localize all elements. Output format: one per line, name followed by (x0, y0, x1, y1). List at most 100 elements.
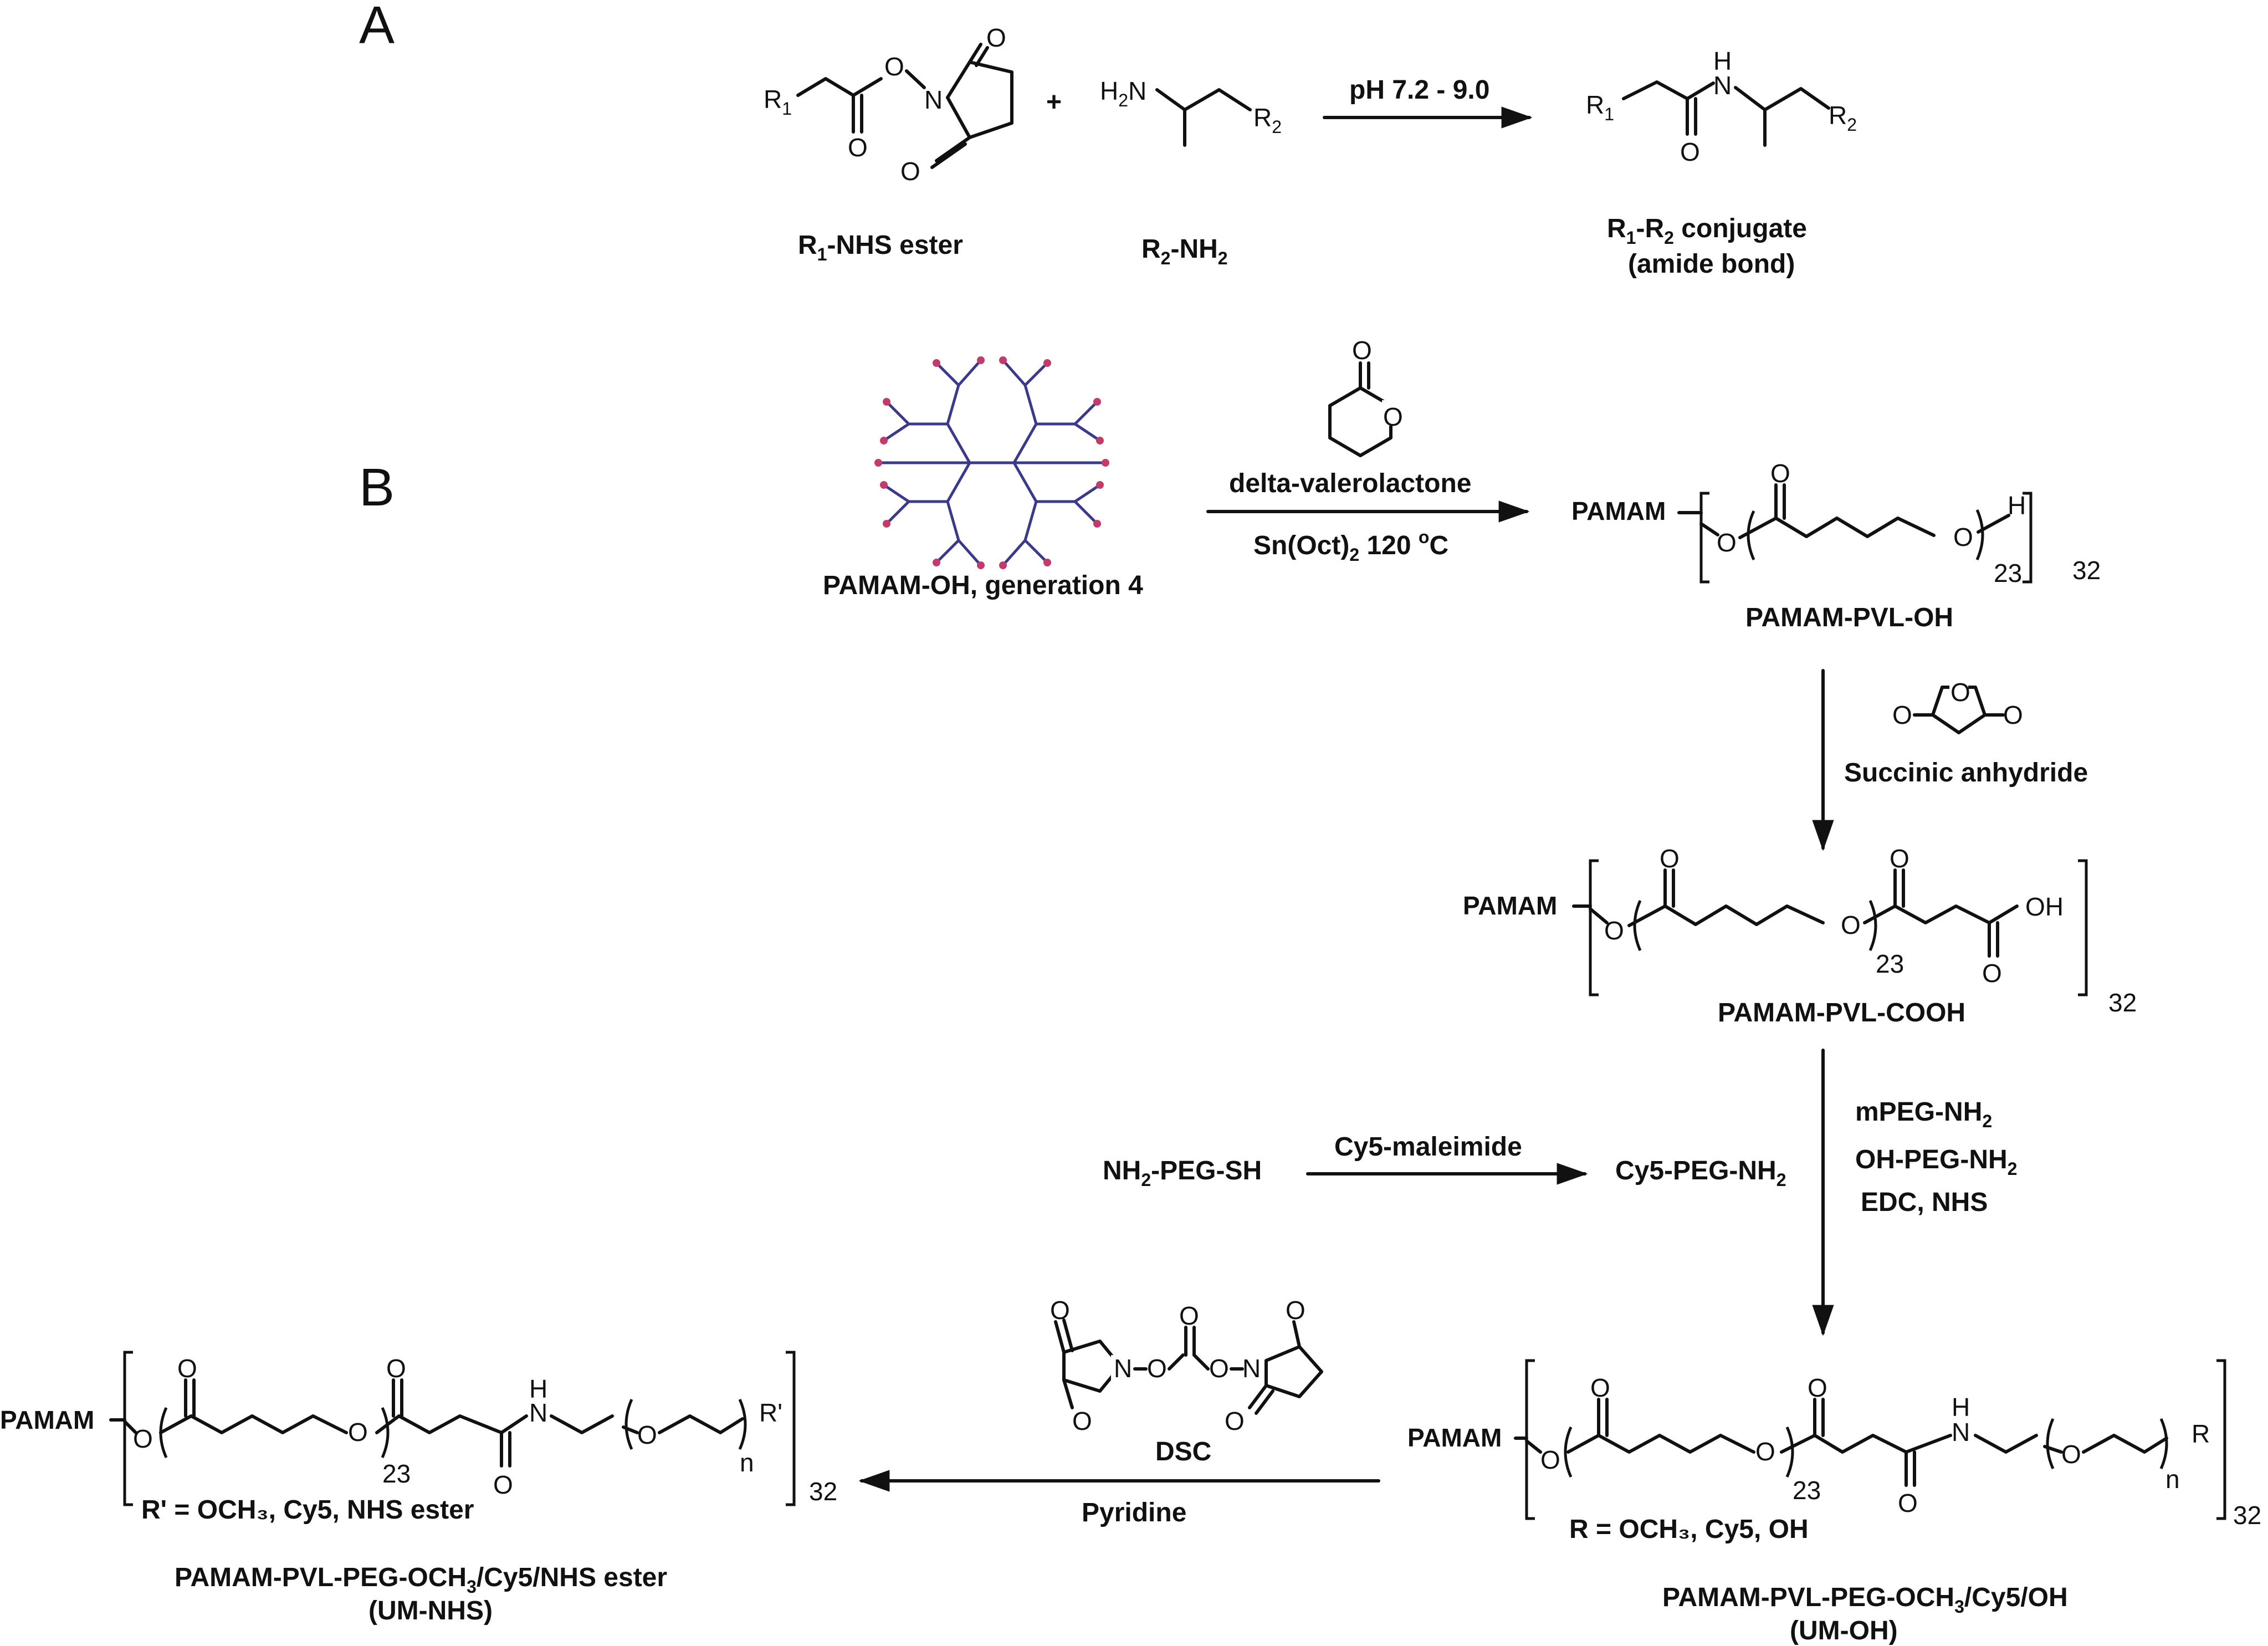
amide-product-label: R1-R2 conjugate (1607, 214, 1807, 248)
panel-label-a: A (359, 0, 395, 55)
svg-text:N: N (1952, 1418, 1970, 1446)
svg-text:H: H (1713, 47, 1732, 75)
svg-text:H: H (1952, 1393, 1970, 1422)
svg-text:O: O (1770, 459, 1790, 488)
um-nhs-structure: PAMAM O O O 23 O O N H O n R' 32 (0, 1351, 837, 1506)
svg-text:O: O (386, 1354, 406, 1383)
svg-text:32: 32 (2108, 988, 2137, 1017)
svg-text:O: O (493, 1470, 513, 1499)
svg-text:23: 23 (1994, 559, 2022, 587)
svg-text:H2N: H2N (1100, 76, 1146, 110)
svg-text:O: O (1898, 1489, 1918, 1517)
um-oh-r-note: R = OCH₃, Cy5, OH (1569, 1515, 1809, 1544)
svg-text:O: O (1892, 701, 1912, 729)
svg-text:PAMAM: PAMAM (1407, 1423, 1502, 1452)
svg-text:32: 32 (809, 1477, 837, 1506)
svg-text:O: O (1072, 1407, 1092, 1435)
svg-text:R2: R2 (1253, 103, 1282, 137)
svg-text:O: O (1590, 1373, 1610, 1402)
svg-text:O: O (1982, 959, 2002, 988)
svg-text:O: O (1383, 402, 1403, 431)
cy5-peg-nh2-label: Cy5-PEG-NH2 (1615, 1156, 1786, 1190)
nhs-ester-label: R1-NHS ester (798, 231, 963, 264)
svg-text:O: O (848, 133, 868, 162)
pamam-pvl-oh-structure: PAMAM O O O H 23 32 (1571, 459, 2101, 587)
svg-text:32: 32 (2233, 1501, 2261, 1530)
svg-text:O: O (1950, 678, 1970, 707)
pamam-pvl-cooh-structure: PAMAM O O O 23 O OH O 32 (1463, 844, 2137, 1017)
step1-reagent: delta-valerolactone (1229, 469, 1471, 498)
amine-structure: H2N R2 (1100, 76, 1282, 147)
um-oh-label: PAMAM-PVL-PEG-OCH3/Cy5/OH (1662, 1583, 2068, 1617)
svg-text:O: O (1890, 844, 1909, 873)
step4-reagent: DSC (1155, 1437, 1211, 1466)
svg-text:N: N (1713, 71, 1732, 100)
nh2-peg-sh-label: NH2-PEG-SH (1103, 1156, 1262, 1190)
pamam-pvl-oh-label: PAMAM-PVL-OH (1745, 603, 1953, 632)
um-oh-abbrev: (UM-OH) (1790, 1616, 1898, 1645)
svg-text:PAMAM: PAMAM (1463, 891, 1557, 920)
svg-text:n: n (740, 1448, 754, 1477)
step1-catalyst: Sn(Oct)2 120 oC (1253, 527, 1448, 565)
reaction-a-condition: pH 7.2 - 9.0 (1349, 75, 1489, 105)
amide-product-structure: R1 O N H R2 (1586, 47, 1857, 166)
svg-text:O: O (884, 52, 904, 81)
svg-text:PAMAM: PAMAM (0, 1405, 94, 1434)
svg-text:32: 32 (2072, 556, 2101, 585)
svg-text:R': R' (759, 1398, 782, 1427)
svg-text:N: N (924, 85, 943, 114)
svg-text:H: H (2008, 491, 2026, 520)
svg-text:R: R (2192, 1419, 2210, 1448)
pamam-pvl-cooh-label: PAMAM-PVL-COOH (1718, 998, 1965, 1028)
svg-text:O: O (900, 157, 920, 186)
plus-sign: + (1046, 88, 1062, 117)
svg-text:O: O (1225, 1407, 1245, 1435)
svg-text:R2: R2 (1829, 101, 1857, 135)
svg-text:O: O (348, 1418, 368, 1446)
svg-text:23: 23 (1876, 949, 1904, 978)
svg-text:O: O (1352, 336, 1372, 365)
nhs-ester-structure: R1 O O N O O (764, 23, 1013, 186)
amide-product-sublabel: (amide bond) (1628, 249, 1795, 279)
svg-text:23: 23 (382, 1459, 411, 1488)
svg-text:O: O (1660, 844, 1680, 873)
um-nhs-label: PAMAM-PVL-PEG-OCH3/Cy5/NHS ester (175, 1563, 667, 1597)
pamam-oh-label: PAMAM-OH, generation 4 (823, 571, 1143, 600)
step4-solvent: Pyridine (1082, 1498, 1186, 1527)
side-reagent: Cy5-maleimide (1334, 1132, 1522, 1162)
svg-text:O: O (177, 1354, 197, 1383)
svg-text:O: O (1540, 1445, 1560, 1474)
svg-text:O: O (1147, 1354, 1167, 1383)
svg-text:O: O (133, 1424, 153, 1453)
svg-text:O: O (986, 23, 1006, 52)
step2-reagent: Succinic anhydride (1844, 758, 2088, 788)
svg-text:n: n (2165, 1465, 2180, 1494)
svg-text:O: O (1286, 1296, 1305, 1325)
svg-text:O: O (1050, 1296, 1070, 1325)
step3-reagent-mpeg: mPEG-NH2 (1855, 1097, 1992, 1131)
svg-text:O: O (1808, 1373, 1827, 1402)
panel-label-b: B (359, 458, 395, 517)
um-nhs-r-note: R' = OCH₃, Cy5, NHS ester (141, 1495, 474, 1525)
svg-text:H: H (529, 1374, 547, 1403)
um-nhs-abbrev: (UM-NHS) (368, 1596, 493, 1625)
svg-text:PAMAM: PAMAM (1571, 497, 1666, 525)
svg-text:O: O (637, 1420, 657, 1449)
svg-text:O: O (2003, 701, 2023, 729)
step3-reagent-ohpeg: OH-PEG-NH2 (1855, 1145, 2017, 1179)
svg-text:O: O (1179, 1301, 1199, 1330)
svg-text:R1: R1 (764, 85, 792, 119)
svg-text:O: O (1717, 528, 1737, 557)
svg-text:O: O (1755, 1437, 1775, 1466)
valerolactone-structure: O O (1328, 336, 1403, 457)
svg-text:O: O (1209, 1354, 1229, 1383)
svg-text:O: O (2061, 1440, 2081, 1469)
dsc-structure: O O N O O O N O O (1050, 1296, 1323, 1435)
svg-text:23: 23 (1793, 1476, 1821, 1505)
um-oh-structure: PAMAM O O O 23 O O N H O n R 32 (1407, 1359, 2261, 1530)
svg-text:O: O (1953, 523, 1973, 551)
svg-text:N: N (1242, 1354, 1261, 1383)
svg-text:O: O (1604, 916, 1624, 945)
amine-label: R2-NH2 (1141, 234, 1228, 268)
